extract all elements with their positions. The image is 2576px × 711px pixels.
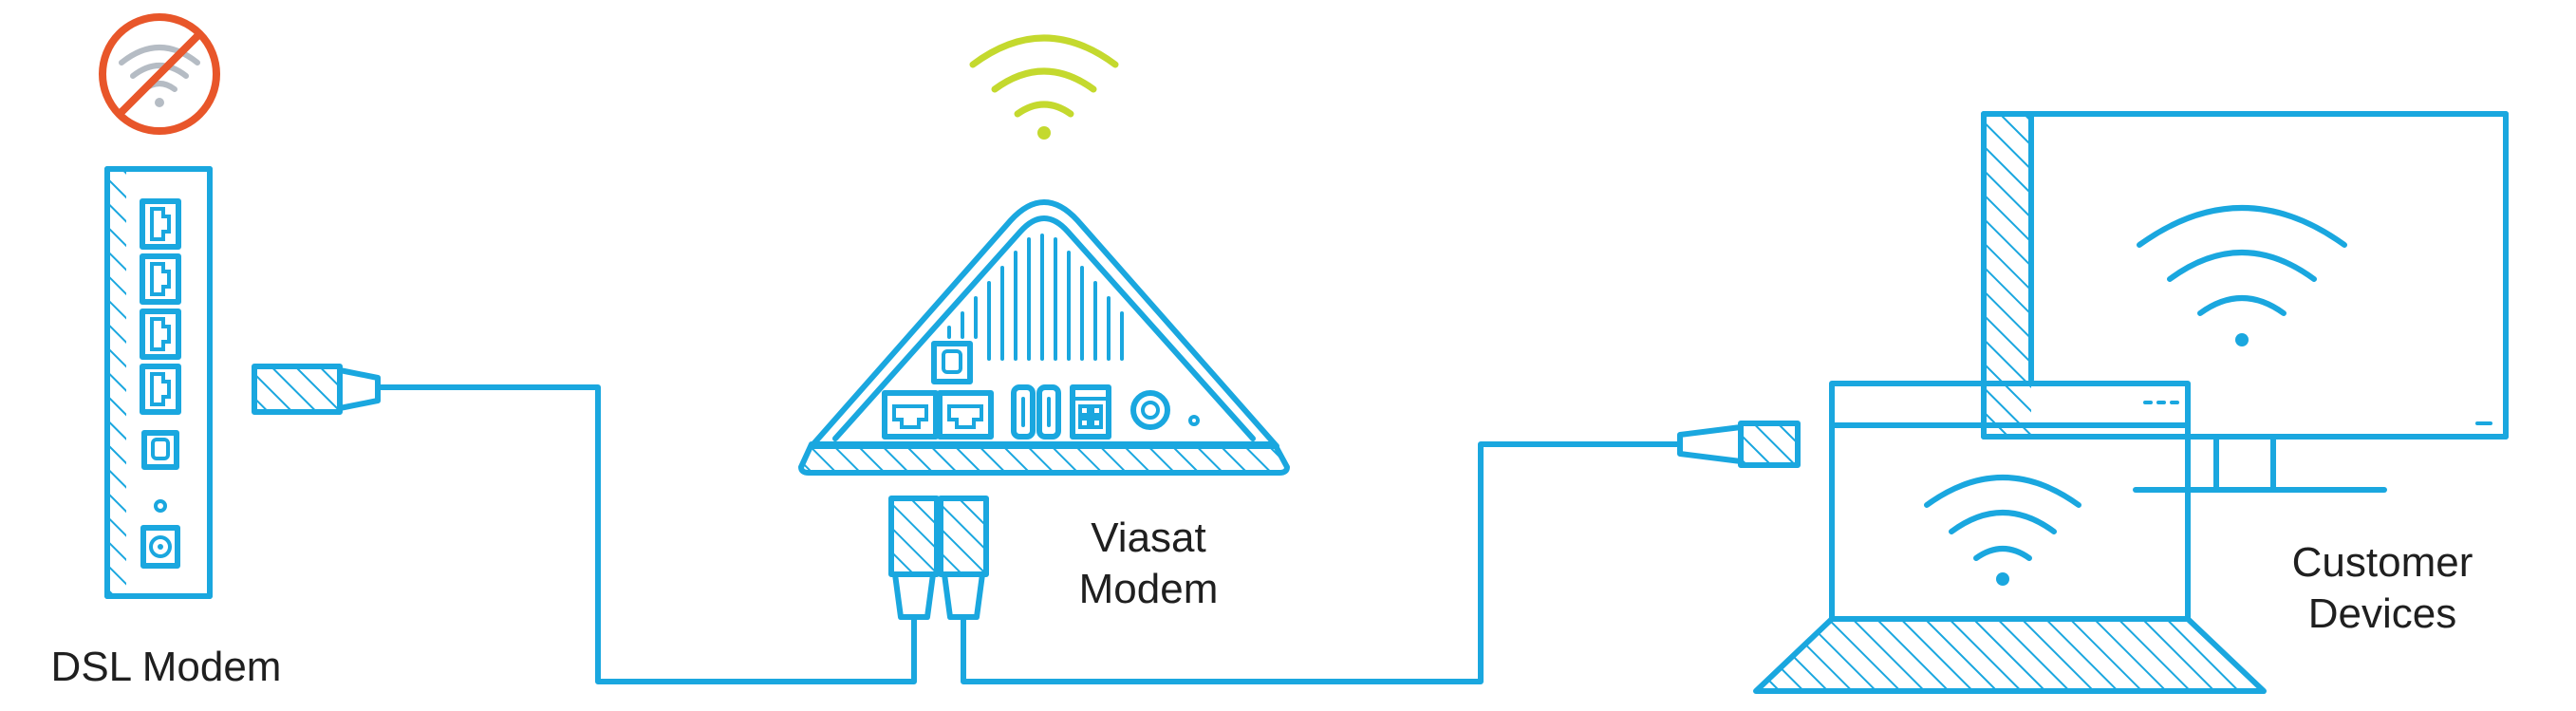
viasat-ethernet-port <box>882 390 939 440</box>
wifi-icon <box>969 34 1119 140</box>
cable-viasat-to-laptop <box>961 441 1683 684</box>
customer-devices-label-line1: Customer <box>2291 539 2473 586</box>
viasat-modem-label-line2: Modem <box>1078 566 1219 612</box>
viasat-led <box>1188 415 1200 426</box>
viasat-power-port <box>1070 384 1111 440</box>
viasat-modem-label-line1: Viasat <box>1091 515 1206 561</box>
viasat-usb-port <box>1011 384 1036 440</box>
customer-devices-label-line2: Devices <box>2307 590 2457 637</box>
dsl-ethernet-port <box>140 253 181 305</box>
dsl-power-port <box>140 525 180 569</box>
dsl-phone-port <box>141 430 179 470</box>
ethernet-connector-viasat-right <box>938 496 989 620</box>
ethernet-connector-laptop <box>1677 421 1801 468</box>
wifi-icon <box>2137 205 2347 346</box>
viasat-modem-label: Viasat Modem <box>1035 513 1262 615</box>
monitor <box>1981 111 2509 493</box>
viasat-phone-port <box>931 341 973 384</box>
ethernet-connector-dsl <box>252 364 381 415</box>
viasat-modem <box>798 199 1290 476</box>
dsl-modem <box>104 166 213 599</box>
viasat-ethernet-port <box>937 390 994 440</box>
customer-devices-label: Customer Devices <box>2259 537 2506 640</box>
wifi-icon <box>1924 475 2081 586</box>
cable-dsl-to-viasat <box>375 384 917 684</box>
dsl-ethernet-port <box>140 198 181 250</box>
viasat-usb-port <box>1036 384 1061 440</box>
wifi-disabled-icon <box>99 13 220 135</box>
viasat-vent <box>947 234 1124 361</box>
dsl-ethernet-port <box>140 309 181 360</box>
dsl-ethernet-port <box>140 364 181 415</box>
ethernet-connector-viasat-left <box>888 496 940 620</box>
viasat-coax-port <box>1130 390 1170 430</box>
dsl-led <box>154 499 167 513</box>
laptop <box>1753 381 2267 694</box>
dsl-modem-label: DSL Modem <box>50 644 282 690</box>
